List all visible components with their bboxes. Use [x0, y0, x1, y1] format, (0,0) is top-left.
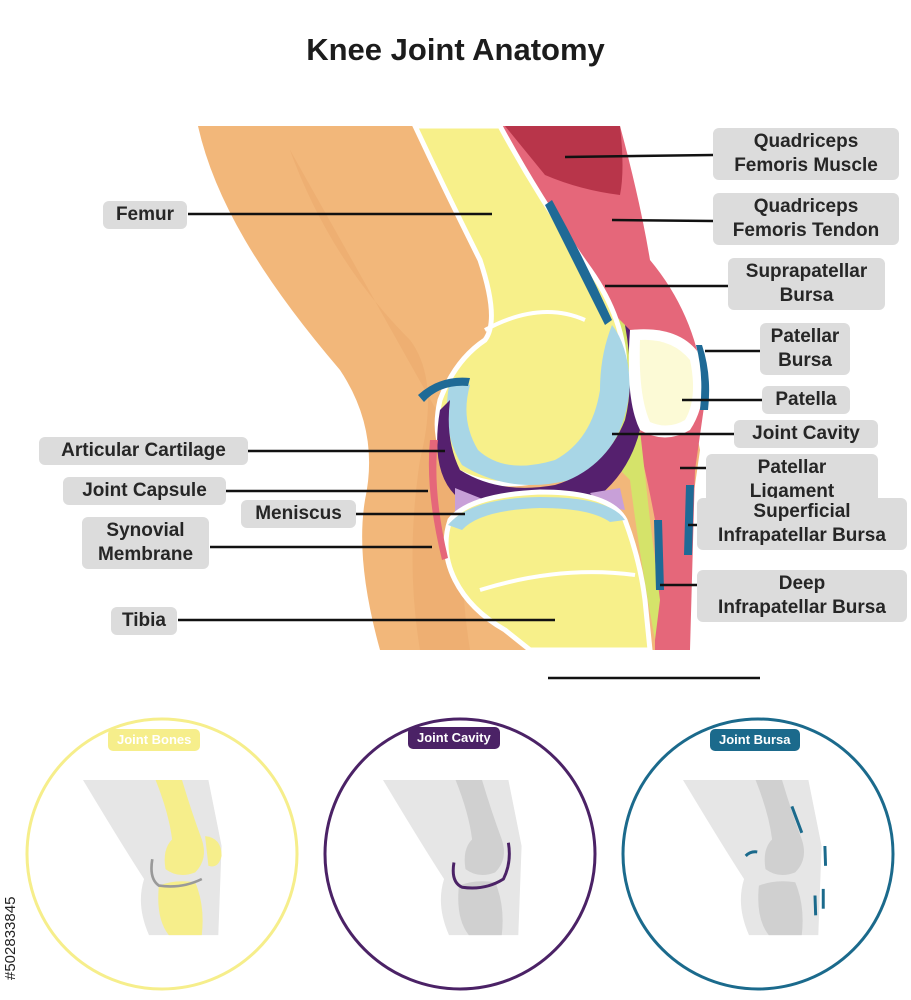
leg-shadow — [290, 150, 470, 650]
label-joint-cavity: Joint Cavity — [734, 420, 878, 448]
patellar-bursa-shape — [696, 345, 710, 410]
label-line: Suprapatellar — [745, 261, 868, 282]
label-quadriceps-femoris-muscle: Quadriceps Femoris Muscle — [713, 128, 899, 180]
label-joint-capsule: Joint Capsule — [63, 477, 226, 505]
label-line: Membrane — [97, 544, 194, 565]
label-line: Bursa — [778, 350, 832, 371]
label-deep-infrapatellar-bursa: Deep Infrapatellar Bursa — [697, 570, 907, 622]
suprapatellar-bursa — [545, 200, 612, 325]
panel-circle-cavity — [323, 717, 597, 991]
joint-cavity-region — [437, 325, 645, 505]
femur-cartilage — [446, 325, 630, 485]
label-line: Infrapatellar Bursa — [718, 525, 886, 546]
label-meniscus: Meniscus — [241, 500, 356, 528]
label-quadriceps-femoris-tendon: Quadriceps Femoris Tendon — [713, 193, 899, 245]
panel-circle-bones — [25, 717, 299, 991]
tibia-cartilage — [448, 497, 625, 530]
label-patella: Patella — [762, 386, 850, 414]
label-line: Quadriceps — [753, 131, 859, 152]
label-patellar-bursa: Patellar Bursa — [760, 323, 850, 375]
panel-circle-bursa — [621, 717, 895, 991]
tibia-growth-line — [479, 570, 636, 592]
deep-infrapatellar-bursa — [654, 520, 664, 590]
panel-label-joint-cavity: Joint Cavity — [408, 727, 500, 749]
label-line: Superficial — [753, 501, 851, 522]
mini-knee-cavity — [383, 780, 522, 936]
label-line: Patellar — [770, 326, 840, 347]
leader-lines — [178, 153, 762, 680]
meniscus-shape — [455, 488, 625, 512]
mini-knee-bones — [83, 780, 222, 936]
tibia-bone — [443, 489, 653, 653]
quadriceps-muscle-dark — [505, 126, 623, 195]
posterior-bursa — [418, 377, 470, 402]
label-line: Quadriceps — [753, 196, 859, 217]
patella-bone — [628, 329, 704, 438]
page-title: Knee Joint Anatomy — [306, 32, 605, 67]
label-suprapatellar-bursa: Suprapatellar Bursa — [728, 258, 885, 310]
patella-inner — [639, 339, 694, 426]
label-line: Infrapatellar Bursa — [718, 597, 886, 618]
label-femur: Femur — [103, 201, 187, 229]
panel-label-joint-bones: Joint Bones — [108, 729, 201, 751]
label-synovial-membrane: Synovial Membrane — [82, 517, 209, 569]
panel-label-joint-bursa: Joint Bursa — [710, 729, 800, 751]
label-superficial-infrapatellar-bursa: Superficial Infrapatellar Bursa — [697, 498, 907, 550]
label-line: Femoris Tendon — [732, 220, 880, 241]
label-patellar-ligament: Patellar Ligament — [706, 454, 878, 506]
label-line: Deep — [778, 573, 826, 594]
posterior-capsule — [428, 440, 448, 560]
label-tibia: Tibia — [111, 607, 177, 635]
mini-knee-bursa — [683, 780, 828, 936]
label-line: Femoris Muscle — [734, 155, 878, 176]
superficial-infrapatellar-bursa — [684, 485, 694, 555]
label-articular-cartilage: Articular Cartilage — [39, 437, 248, 465]
label-line: Bursa — [779, 285, 834, 306]
label-line: Synovial — [106, 520, 185, 541]
stock-watermark-id: #502833845 — [2, 896, 19, 980]
femur-marrow-line — [484, 310, 586, 332]
